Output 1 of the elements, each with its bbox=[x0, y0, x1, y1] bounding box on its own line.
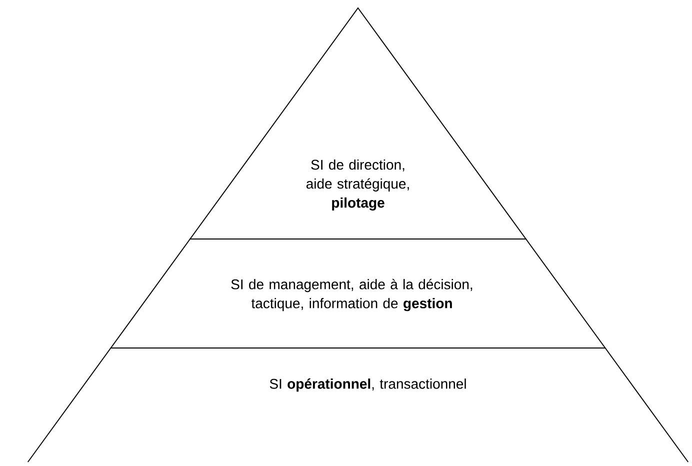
pyramid-tier: SI opérationnel, transactionnel bbox=[27, 348, 689, 462]
